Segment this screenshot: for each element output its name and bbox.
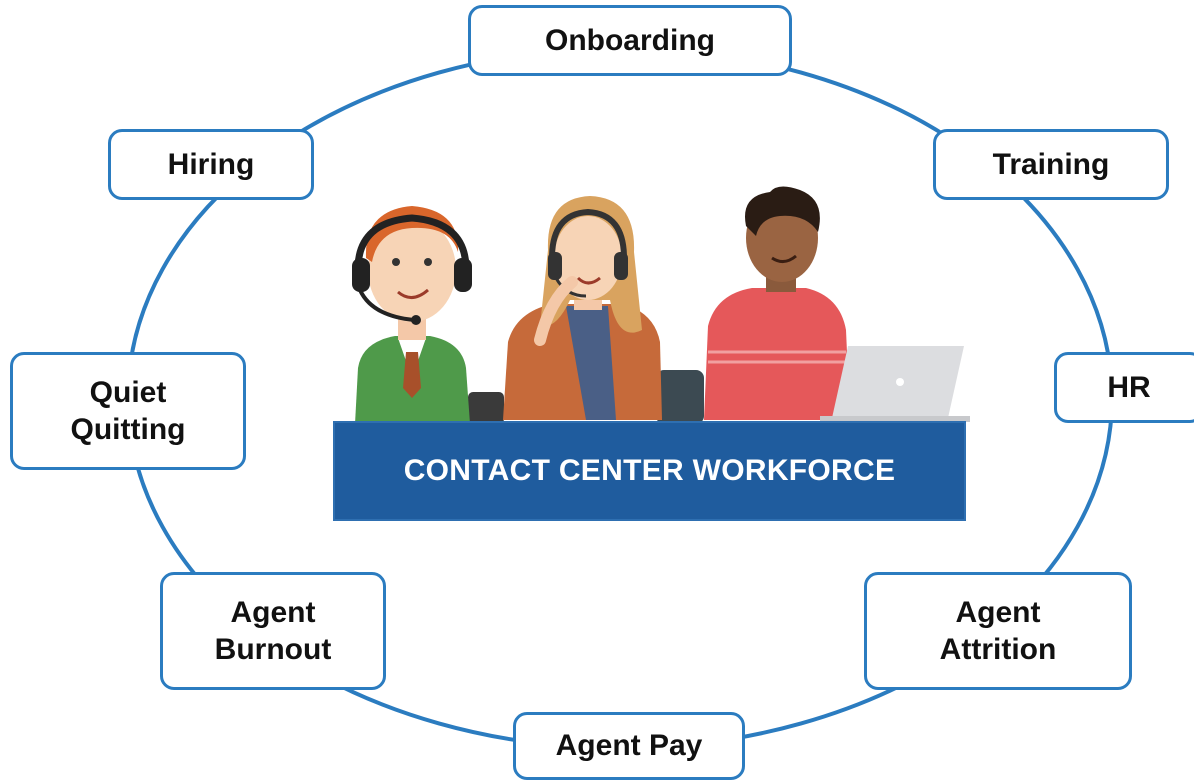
node-quiet-quitting-label: Quiet Quitting	[70, 375, 186, 447]
node-agent-attrition: Agent Attrition	[864, 572, 1132, 690]
node-quiet-quitting: Quiet Quitting	[10, 352, 246, 470]
agent-left	[352, 206, 472, 424]
node-agent-pay-label: Agent Pay	[555, 729, 703, 763]
node-hr: HR	[1054, 352, 1194, 423]
node-agent-attrition-label: Agent Attrition	[939, 595, 1057, 667]
node-agent-pay: Agent Pay	[513, 712, 745, 780]
agent-middle	[503, 196, 662, 420]
node-training-label: Training	[992, 147, 1110, 181]
center-label: CONTACT CENTER WORKFORCE	[403, 454, 896, 487]
node-hiring-label: Hiring	[167, 147, 255, 181]
node-onboarding: Onboarding	[468, 5, 792, 76]
node-training: Training	[933, 129, 1169, 200]
node-hr-label: HR	[1107, 370, 1151, 404]
laptop	[820, 346, 970, 422]
node-agent-burnout-label: Agent Burnout	[214, 595, 332, 667]
agent-right	[704, 186, 850, 420]
center-banner: CONTACT CENTER WORKFORCE	[333, 421, 966, 521]
node-onboarding-label: Onboarding	[545, 23, 715, 57]
node-agent-burnout: Agent Burnout	[160, 572, 386, 690]
node-hiring: Hiring	[108, 129, 314, 200]
agents-illustration	[352, 186, 970, 424]
